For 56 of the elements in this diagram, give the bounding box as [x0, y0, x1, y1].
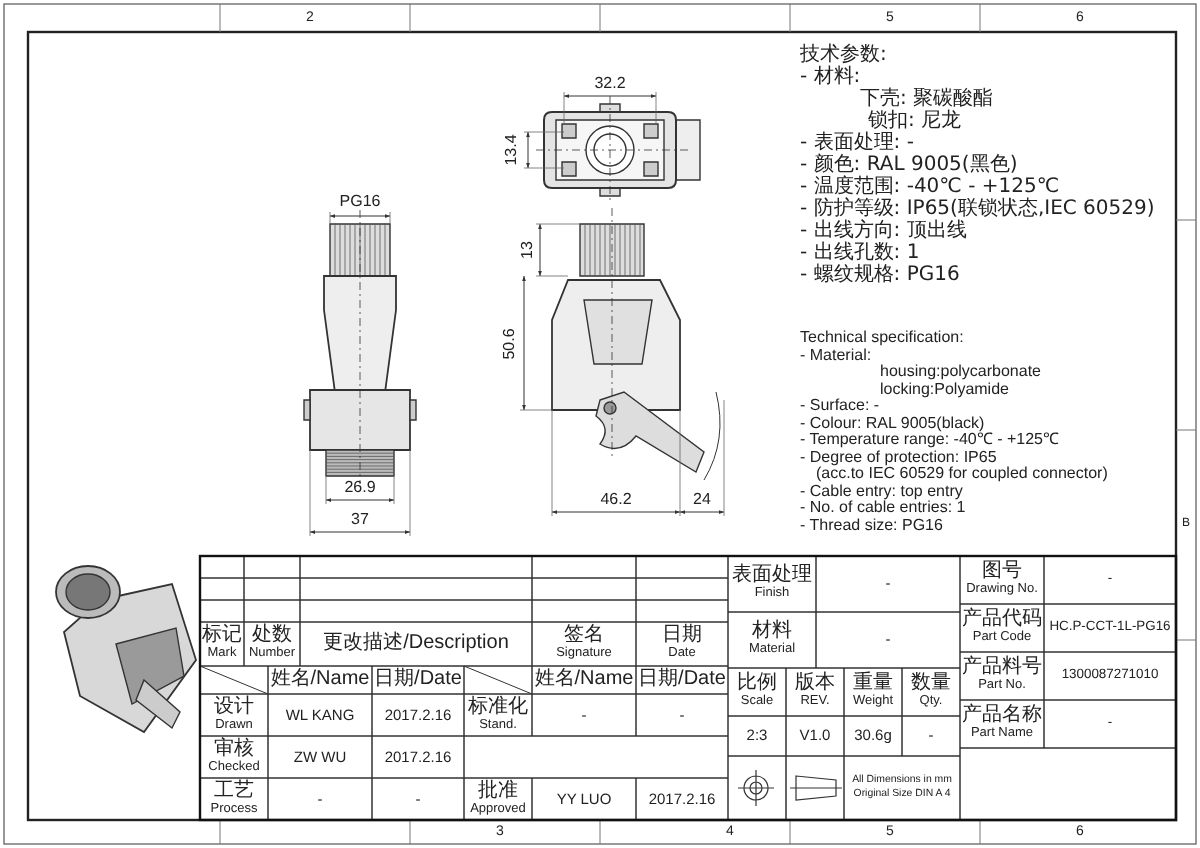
field-label: 数量: [911, 674, 951, 695]
spec-text: - 材料:: [800, 66, 863, 88]
spec-text: - Surface: -: [800, 398, 881, 415]
spec-text: - 颜色: RAL 9005(黑色): [800, 154, 1020, 176]
column-header: 日期/Date: [638, 670, 726, 690]
spec-text: - Degree of protection: IP65: [800, 449, 999, 466]
spec-text: 技术参数:: [800, 44, 889, 66]
field-label: 比例: [737, 674, 777, 695]
field-label: 重量: [853, 674, 893, 695]
spec-text: - 出线孔数: 1: [800, 242, 922, 264]
field-label: 标准化: [468, 697, 528, 718]
dimension-value: 13: [520, 241, 536, 259]
spec-text: - Temperature range: -40℃ - +125℃: [800, 432, 1061, 449]
spec-text: - No. of cable entries: 1: [800, 500, 968, 517]
field-label: 批准: [478, 781, 518, 802]
spec-text: - Colour: RAL 9005(black): [800, 415, 987, 432]
spec-text: - Material:: [800, 347, 872, 364]
field-label: 表面处理: [732, 566, 812, 587]
spec-text: - Cable entry: top entry: [800, 483, 965, 500]
field-label: 图号: [982, 562, 1022, 583]
field-label: 工艺: [214, 781, 254, 802]
dimension-value: 37: [351, 512, 369, 528]
dimension-value: 24: [693, 492, 711, 508]
spec-text: (acc.to IEC 60529 for coupled connector): [816, 466, 1110, 483]
field-label: 材料: [752, 622, 792, 643]
column-header: 姓名/Name: [534, 670, 634, 690]
spec-text: - Thread size: PG16: [800, 517, 945, 534]
spec-text: - 螺纹规格: PG16: [800, 264, 962, 286]
spec-text: 下壳: 聚碳酸酯: [858, 88, 996, 110]
field-label: 版本: [795, 674, 835, 695]
dimension-value: 26.9: [344, 480, 376, 496]
spec-text: Technical specification:: [800, 330, 966, 347]
field-label: 设计: [214, 697, 254, 718]
column-header: 日期/Date: [374, 670, 462, 690]
field-label: 日期: [662, 626, 702, 647]
field-label: 产品名称: [962, 706, 1042, 727]
dimension-value: 50.6: [502, 328, 518, 360]
column-header: 姓名/Name: [270, 670, 370, 690]
spec-text: - 温度范围: -40℃ - +125℃: [800, 176, 1062, 198]
dimension-value: 46.2: [600, 492, 632, 508]
column-header: 更改描述/Description: [323, 634, 509, 654]
spec-text: - 表面处理: -: [800, 132, 916, 154]
dimension-value: PG16: [339, 194, 381, 210]
field-label: 签名: [564, 626, 604, 647]
field-label: 审核: [214, 739, 254, 760]
spec-text: - 出线方向: 顶出线: [800, 220, 969, 242]
field-label: 标记: [202, 626, 242, 647]
field-label: 产品料号: [962, 658, 1042, 679]
dimension-value: 32.2: [594, 76, 626, 92]
spec-text: - 防护等级: IP65(联锁状态,IEC 60529): [800, 198, 1157, 220]
spec-text: 锁扣: 尼龙: [868, 110, 964, 132]
dimension-value: 13.4: [504, 134, 520, 166]
field-label: 产品代码: [962, 610, 1042, 631]
field-label: 处数: [252, 626, 292, 647]
spec-text: housing:polycarbonate: [878, 364, 1044, 381]
spec-text: locking:Polyamide: [878, 381, 1009, 398]
